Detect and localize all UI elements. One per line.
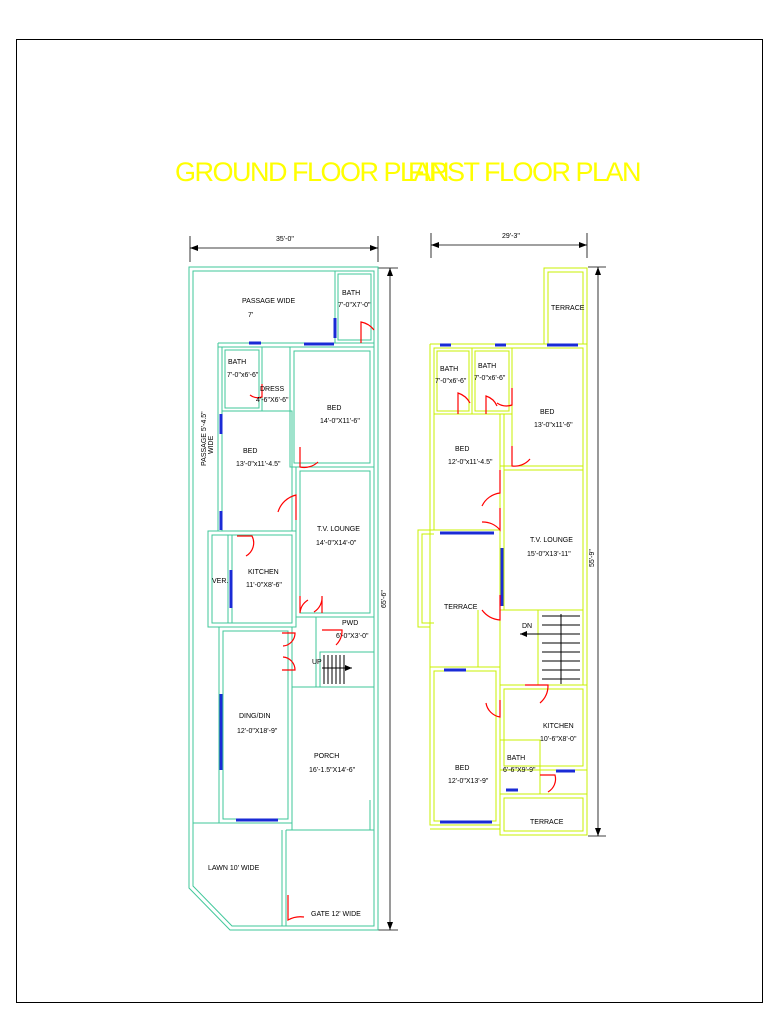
first-depth-dimension: 55'-9" [588, 266, 606, 837]
first-bed-left-size: 12'-0"x11'-4.5" [448, 459, 493, 466]
ground-passage-side-label: PASSAGE 5'-4.5" [201, 411, 208, 466]
ground-passage-label: PASSAGE WIDE [242, 298, 295, 305]
first-terrace-top-label: TERRACE [551, 305, 585, 312]
ground-width-dimension: 35'-0" [189, 236, 379, 262]
ground-bath-top-size: 7'-0"X7'-0" [338, 302, 371, 309]
ground-lawn-label: LAWN 10' WIDE [208, 865, 260, 872]
ground-bath-left-label: BATH [228, 359, 246, 366]
ground-ver-label: VER. [212, 578, 228, 585]
ground-bed-right-label: BED [327, 405, 341, 412]
ground-bath-top-label: BATH [342, 290, 360, 297]
first-windows [440, 343, 578, 824]
ground-dress-label: DRESS [260, 386, 284, 393]
ground-room-labels: PASSAGE WIDE 7' BATH 7'-0"X7'-0" BATH 7'… [201, 290, 371, 918]
first-bed-top-right-size: 13'-0"x11'-6" [534, 422, 573, 429]
first-width-dimension: 29'-3" [430, 233, 588, 258]
first-room-labels: TERRACE BATH 7'-0"x6'-6" BATH 7'-0"x6'-6… [435, 305, 585, 826]
first-stair-down-label: DN [522, 623, 532, 630]
ground-gate-label: GATE 12' WIDE [311, 911, 361, 918]
first-lounge-label: T.V. LOUNGE [530, 537, 573, 544]
first-width-label: 29'-3" [502, 233, 520, 240]
first-bed-bottom-label: BED [455, 765, 469, 772]
ground-bed-right-size: 14'-0"X11'-6" [320, 418, 360, 425]
ground-floor-title: GROUND FLOOR PLAN [175, 157, 448, 187]
first-staircase: DN [520, 614, 580, 684]
ground-porch-label: PORCH [314, 753, 339, 760]
ground-bed-left-label: BED [243, 448, 257, 455]
ground-pwd-label: PWD [342, 620, 358, 627]
ground-depth-dimension: 65'-6" [378, 267, 398, 931]
first-bath-3-label: BATH [507, 755, 525, 762]
first-bed-bottom-size: 12'-0"X13'-9" [448, 778, 489, 785]
first-bed-top-right-label: BED [540, 409, 554, 416]
first-bath-1-size: 7'-0"x6'-6" [435, 378, 467, 385]
first-doors [457, 388, 557, 793]
ground-porch-size: 16'-1.5"X14'-6" [309, 767, 356, 774]
drawing-frame [16, 39, 763, 1003]
ground-walls [188, 266, 379, 931]
first-lounge-size: 15'-0"X13'-11" [527, 551, 571, 558]
ground-kitchen-size: 11'-0"X8'-6" [246, 582, 282, 589]
ground-bath-left-size: 7'-0"x6'-6" [227, 372, 259, 379]
first-bath-2-size: 7'-0"x6'-6" [474, 375, 506, 382]
first-bath-2-label: BATH [478, 363, 496, 370]
ground-dining-size: 12'-0"X18'-9" [237, 728, 278, 735]
ground-lounge-label: T.V. LOUNGE [317, 526, 360, 533]
ground-staircase: UP [312, 655, 352, 684]
ground-depth-label: 65'-6" [381, 590, 388, 608]
ground-width-label: 35'-0" [276, 236, 294, 243]
ground-pwd-size: 6'-0"X3'-0" [336, 633, 369, 640]
ground-passage-side-label-2: WIDE [208, 435, 215, 454]
ground-floor-plan: 35'-0" 65'-6" [188, 236, 398, 931]
ground-bed-left-size: 13'-0"x11'-4.5" [236, 461, 281, 468]
first-kitchen-label: KITCHEN [543, 723, 574, 730]
first-floor-title: FIRST FLOOR PLAN [408, 157, 640, 187]
first-kitchen-size: 10'-6"X8'-0" [540, 736, 577, 743]
first-floor-plan: 29'-3" 55'-9" [417, 233, 606, 837]
ground-doors [237, 321, 375, 922]
ground-windows [219, 318, 337, 822]
ground-stair-up-label: UP [312, 659, 322, 666]
ground-passage-size: 7' [248, 312, 253, 319]
first-bath-3-size: 6'-6"X9'-9" [503, 767, 536, 774]
first-bed-left-label: BED [455, 446, 469, 453]
first-bath-1-label: BATH [440, 366, 458, 373]
ground-dress-size: 4'-6"X6'-6" [256, 397, 289, 404]
first-terrace-bottom-label: TERRACE [530, 819, 564, 826]
ground-dining-label: DING/DIN [239, 713, 271, 720]
first-terrace-left-label: TERRACE [444, 604, 478, 611]
ground-kitchen-label: KITCHEN [248, 569, 279, 576]
ground-lounge-size: 14'-0"X14'-0" [316, 540, 357, 547]
first-depth-label: 55'-9" [589, 549, 596, 567]
